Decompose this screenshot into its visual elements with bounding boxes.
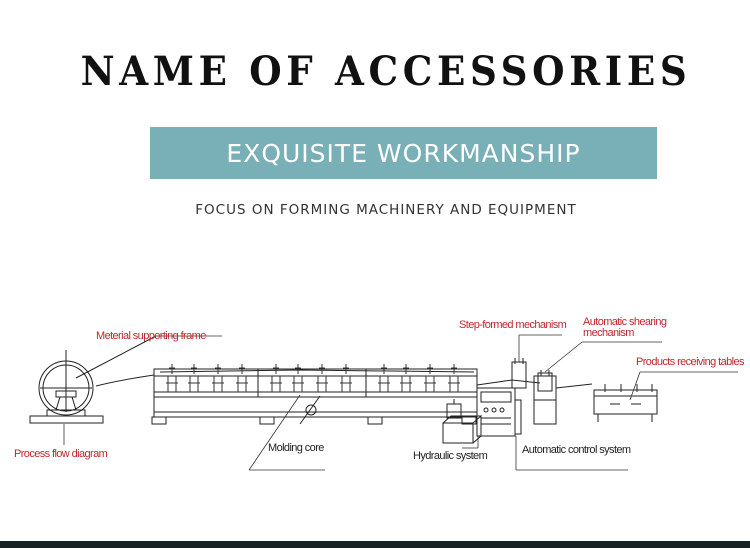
label-hydraulic-system: Hydraulic system [413,450,488,462]
banner: EXQUISITE WORKMANSHIP [150,127,657,179]
label-automatic-shearing-line1: Automatic shearing [583,316,667,328]
subtitle: FOCUS ON FORMING MACHINERY AND EQUIPMENT [195,202,577,218]
hydraulic-station [442,399,483,444]
label-process-flow-diagram: Process flow diagram [14,448,108,460]
shearing-mechanism [533,370,593,425]
label-automatic-shearing-line2: mechanism [583,327,634,339]
roll-stations [166,364,460,392]
control-cabinet [476,387,522,437]
decoiler [29,335,157,424]
label-step-formed-mechanism: Step-formed mechanism [459,319,567,331]
label-molding-core: Molding core [268,442,324,454]
label-automatic-control-system: Automatic control system [522,444,631,456]
label-material-supporting-frame: Meterial supporting frame [96,330,206,342]
roll-forming-frame [151,368,478,425]
receiving-tables [593,384,658,422]
page-title: NAME OF ACCESSORIES [80,48,692,95]
step-formed-mechanism [476,358,541,389]
leader-lines [63,334,738,471]
label-products-receiving-tables: Products receiving tables [636,356,745,368]
footer-bar [0,541,750,548]
